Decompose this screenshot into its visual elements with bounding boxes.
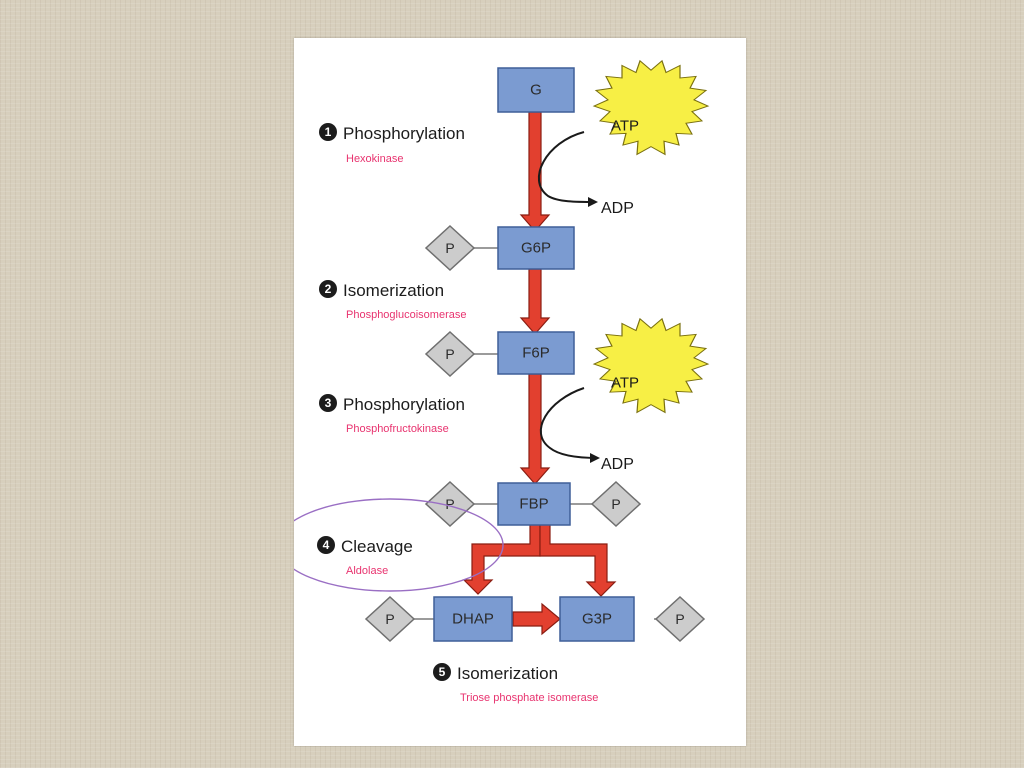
node-g3p: G3P xyxy=(559,596,635,642)
arrow-fbp-to-dhap xyxy=(462,523,541,595)
node-f6p-label: F6P xyxy=(522,345,550,362)
node-g6p: G6P xyxy=(497,226,575,270)
node-g-label: G xyxy=(530,82,542,99)
node-g3p-label: G3P xyxy=(582,611,612,628)
arrow-fbp-to-g3p xyxy=(539,523,617,597)
phosphate-label: P xyxy=(675,611,684,627)
node-dhap: DHAP xyxy=(433,596,513,642)
node-fbp-label: FBP xyxy=(519,496,548,513)
pathway-arrows xyxy=(462,111,617,636)
step-number-badge xyxy=(319,280,337,298)
adp-label-1: ADP xyxy=(601,200,634,217)
step-number-badge xyxy=(319,123,337,141)
step-4-title: Cleavage xyxy=(341,537,413,556)
node-g: G xyxy=(497,67,575,113)
step-3-enzyme: Phosphofructokinase xyxy=(346,423,449,435)
glycolysis-diagram: ATP ATP ADP ADP P P P P P P G G6P F6P F xyxy=(294,59,710,704)
step-1-number: 1 xyxy=(325,125,332,139)
phosphate-label: P xyxy=(385,611,394,627)
phosphate-g3p: P xyxy=(654,595,706,643)
step-number-badge xyxy=(433,663,451,681)
atp-burst-2-icon xyxy=(592,317,710,414)
step-2: 2 Isomerization Phosphoglucoisomerase xyxy=(319,280,466,321)
adp-label-2: ADP xyxy=(601,456,634,473)
slide-panel: ATP ATP ADP ADP P P P P P P G G6P F6P F xyxy=(294,38,746,746)
arrow-f6p-to-fbp xyxy=(519,373,551,485)
step-3: 3 Phosphorylation Phosphofructokinase xyxy=(319,394,465,435)
step-5-title: Isomerization xyxy=(457,664,558,683)
arrow-g-to-g6p xyxy=(519,111,551,232)
phosphate-connectors xyxy=(410,247,678,620)
node-g6p-label: G6P xyxy=(521,240,551,257)
arrow-g6p-to-f6p xyxy=(519,268,551,335)
arrow-dhap-to-g3p xyxy=(512,602,561,636)
step-4-number: 4 xyxy=(323,538,330,552)
node-f6p: F6P xyxy=(497,331,575,375)
atp-reaction-1 xyxy=(537,131,598,207)
phosphate-fbp-left: P xyxy=(424,480,476,528)
step-4-enzyme: Aldolase xyxy=(346,565,388,577)
atp-reaction-2 xyxy=(539,387,600,463)
phosphate-fbp-right: P xyxy=(590,480,642,528)
step-5-number: 5 xyxy=(439,665,446,679)
phosphate-g6p: P xyxy=(424,224,476,272)
phosphate-label: P xyxy=(445,346,454,362)
step-number-badge xyxy=(317,536,335,554)
phosphate-label: P xyxy=(445,496,454,512)
step-1: 1 Phosphorylation Hexokinase xyxy=(319,123,465,165)
atp-burst-1-icon xyxy=(592,59,710,156)
highlight-ellipse xyxy=(294,498,504,592)
step-2-title: Isomerization xyxy=(343,281,444,300)
node-fbp: FBP xyxy=(497,482,571,526)
step-4: 4 Cleavage Aldolase xyxy=(317,536,413,577)
step-2-number: 2 xyxy=(325,282,332,296)
step-2-enzyme: Phosphoglucoisomerase xyxy=(346,309,466,321)
phosphate-f6p: P xyxy=(424,330,476,378)
step-5-enzyme: Triose phosphate isomerase xyxy=(460,692,598,704)
step-3-number: 3 xyxy=(325,396,332,410)
atp-label-1: ATP xyxy=(611,118,639,135)
step-5: 5 Isomerization Triose phosphate isomera… xyxy=(433,663,598,704)
atp-label-2: ATP xyxy=(611,375,639,392)
phosphate-dhap: P xyxy=(364,595,416,643)
phosphate-label: P xyxy=(611,496,620,512)
phosphate-label: P xyxy=(445,240,454,256)
node-dhap-label: DHAP xyxy=(452,611,494,628)
step-1-enzyme: Hexokinase xyxy=(346,153,403,165)
step-1-title: Phosphorylation xyxy=(343,124,465,143)
step-number-badge xyxy=(319,394,337,412)
step-3-title: Phosphorylation xyxy=(343,395,465,414)
